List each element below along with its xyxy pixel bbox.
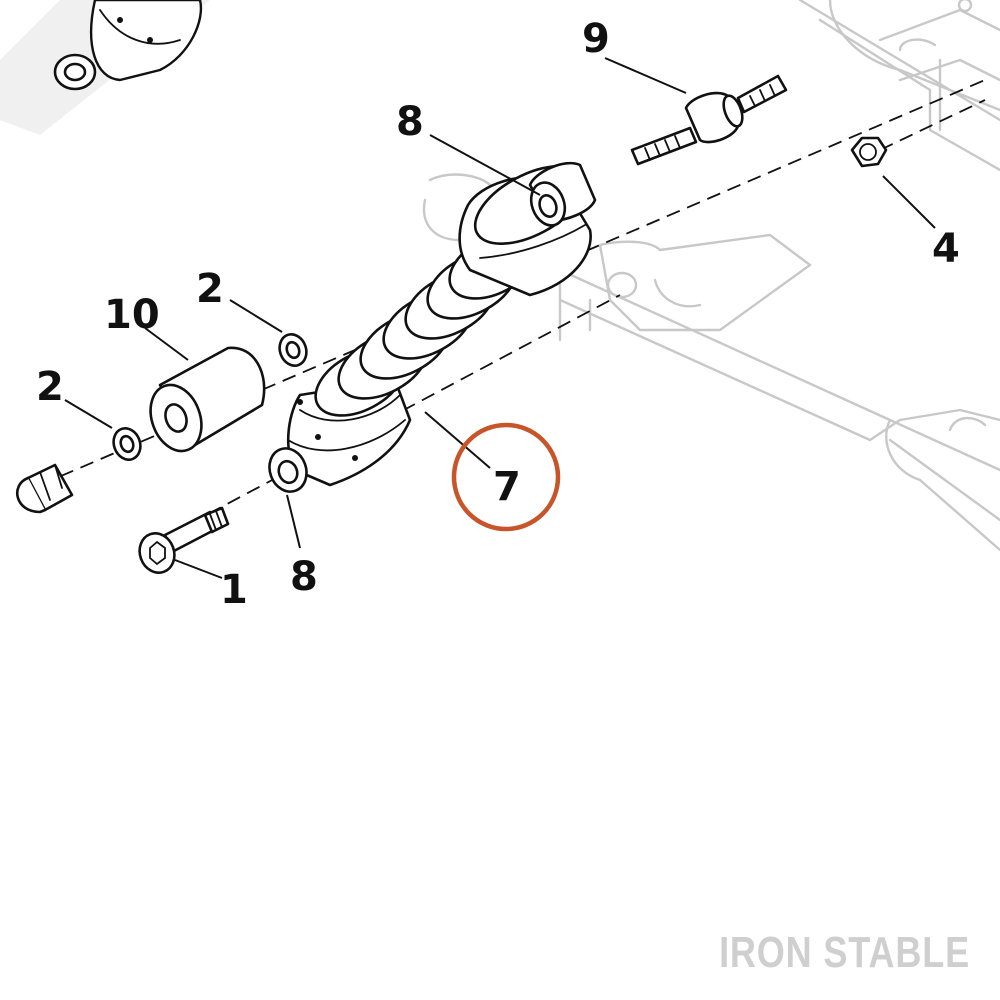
callout-4: 4 [932, 226, 960, 272]
leader-8-top [429, 134, 541, 196]
part-washer-upper [278, 333, 308, 367]
highlight-circle [451, 422, 561, 532]
leader-1 [174, 559, 223, 579]
brand-watermark: IRON STABLE [719, 928, 970, 977]
callout-2-upper: 2 [196, 266, 224, 312]
part-nut [850, 136, 888, 168]
leader-8-bottom [286, 494, 301, 549]
callout-7: 7 [493, 464, 521, 510]
part-bolt [138, 506, 230, 574]
leader-7 [424, 411, 491, 469]
leader-4 [882, 175, 936, 229]
part-acorn-nut [16, 463, 74, 514]
leader-10 [144, 327, 189, 361]
leader-2-lower [64, 399, 113, 429]
part-shock-absorber [268, 162, 597, 493]
callout-2-lower: 2 [36, 364, 64, 410]
ghost-swingarm-frame [422, 0, 1000, 552]
callout-8-bottom: 8 [290, 554, 318, 600]
ghost-rear-shock [53, 0, 203, 91]
part-stud [630, 74, 788, 166]
part-spacer [149, 346, 266, 453]
part-washer-lower [112, 427, 142, 461]
callout-1: 1 [220, 567, 248, 613]
callout-9: 9 [582, 16, 610, 62]
axis-right [879, 99, 986, 151]
callout-10: 10 [104, 292, 160, 338]
leader-2-upper [229, 299, 283, 333]
leader-9 [604, 57, 687, 94]
callout-8-top: 8 [396, 99, 424, 145]
